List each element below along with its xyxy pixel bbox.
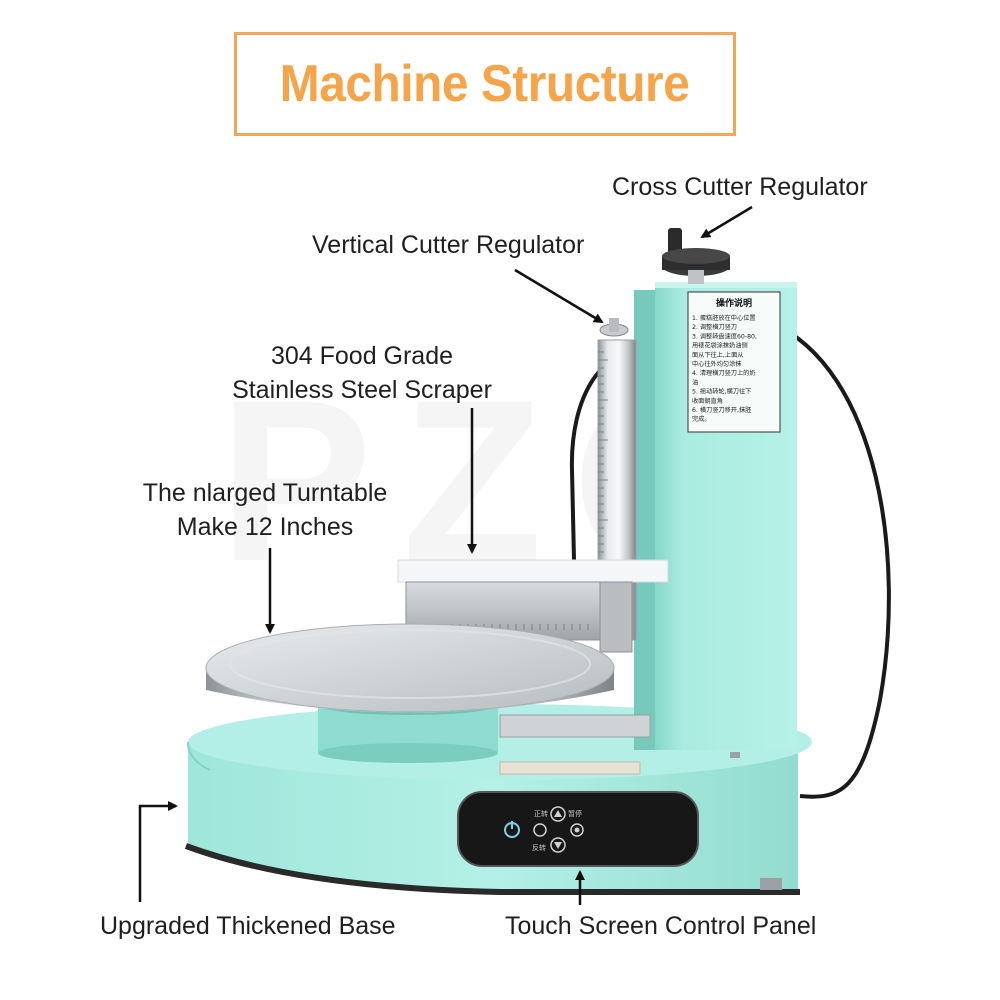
instruction-line: 完成。 [692,415,711,423]
arrow-vertical-cutter [514,268,604,324]
label-base: Upgraded Thickened Base [100,912,396,940]
page-title: Machine Structure [280,55,690,113]
label-scraper: 304 Food Grade Stainless Steel Scraper [222,339,502,407]
speed-up-button-icon[interactable] [550,806,566,822]
panel-reverse-label: 反转 [532,843,546,852]
instruction-line: 6. 横刀竖刀移开,抹胚 [692,406,751,414]
label-turntable-line2: Make 12 Inches [176,513,354,541]
horizontal-scraper [397,559,669,738]
label-turntable-line1: The nlarged Turntable [142,479,388,507]
arrow-base [138,801,178,902]
label-scraper-line1: 304 Food Grade [270,342,454,370]
leader-arrows [138,205,753,905]
turntable-plate [205,623,615,713]
instruction-line: 2. 调整横刀竖刀 [692,323,737,331]
instruction-line: 油 [692,378,698,386]
arrow-cross-cutter [700,205,753,239]
instruction-line: 5. 摇动转轮,横刀往下 [692,388,751,396]
instruction-line: 面从下往上,上面从 [692,351,743,359]
instruction-line: 1. 蛋糕胚放在中心位置 [692,314,756,322]
instruction-line: 收面朝直角 [692,397,723,405]
power-cable [769,320,891,799]
instruction-line: 3. 调整转盘速度60-80, [692,332,757,340]
stop-button-icon[interactable] [570,823,584,837]
speed-down-button-icon[interactable] [550,837,566,853]
panel-stop-label: 暂停 [568,809,582,818]
instruction-line: 中心往外均匀涂抹 [692,360,742,368]
title-box: Machine Structure [234,32,736,136]
instruction-line: 用裱花袋涂抹奶油侧 [692,342,748,350]
label-control-panel: Touch Screen Control Panel [505,912,817,940]
label-scraper-line2: Stainless Steel Scraper [232,376,492,404]
cross-cutter-knob[interactable] [662,228,730,284]
instruction-line: 4. 清理横刀竖刀上的奶 [692,369,756,377]
label-turntable: The nlarged Turntable Make 12 Inches [122,476,408,544]
label-vertical-cutter-regulator: Vertical Cutter Regulator [312,231,585,259]
panel-forward-label: 正转 [534,809,548,818]
control-panel: 正转 反转 暂停 [457,791,699,867]
power-button-icon[interactable] [504,821,520,838]
label-cross-cutter-regulator: Cross Cutter Regulator [612,173,868,201]
direction-button-icon[interactable] [533,823,547,837]
instruction-title: 操作说明 [716,297,752,309]
vertical-cutter-regulator[interactable] [599,318,629,337]
